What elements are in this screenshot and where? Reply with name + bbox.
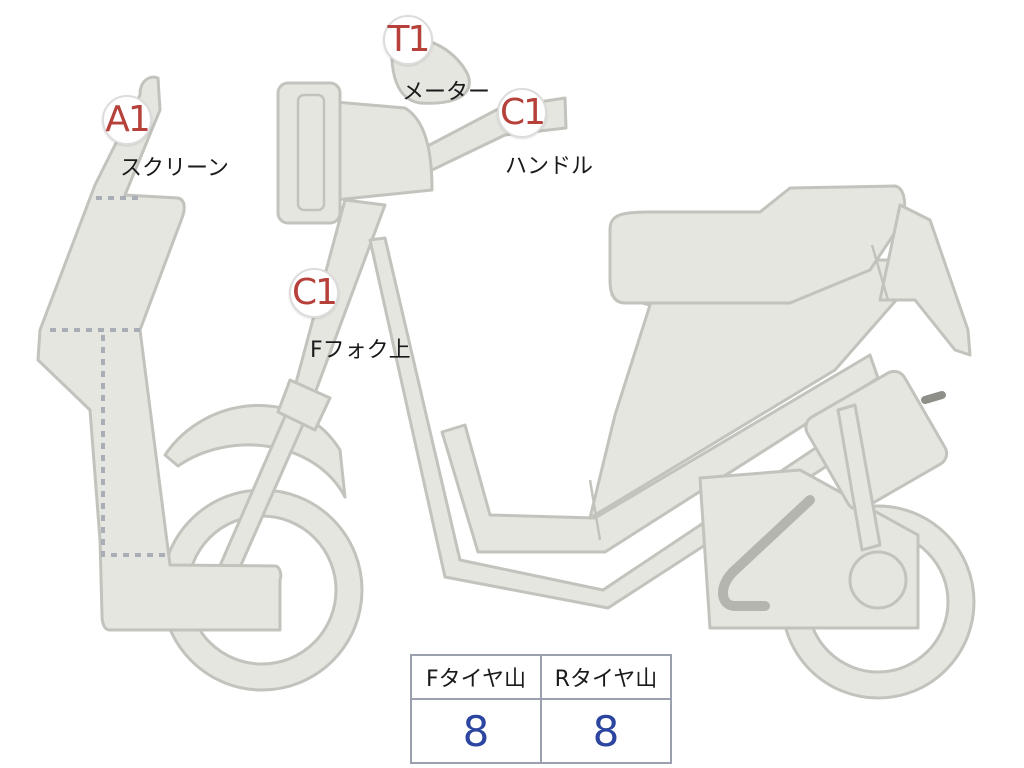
headlight-cowl <box>333 100 434 202</box>
marker-handle-code: C1 <box>497 88 547 138</box>
rear-shock <box>836 403 882 552</box>
floorboard <box>440 353 880 554</box>
seat <box>608 184 907 305</box>
fork-cover <box>276 378 332 432</box>
marker-screen-label: スクリーン <box>120 156 229 181</box>
tire-tread-table: Fタイヤ山 Rタイヤ山 8 8 <box>410 654 672 764</box>
marker-handle-label: ハンドル <box>505 154 594 179</box>
front-tire-value: 8 <box>410 698 542 764</box>
marker-meter-label: メーター <box>402 80 491 105</box>
tail-cowl <box>878 203 972 357</box>
tire-tread-header-row: Fタイヤ山 Rタイヤ山 <box>410 654 672 700</box>
rear-tire-value: 8 <box>540 698 672 764</box>
marker-front-fork-code: C1 <box>289 268 339 318</box>
headlight <box>276 81 342 225</box>
marker-front-fork-label: Fフォク上 <box>310 338 411 363</box>
marker-screen-code: A1 <box>102 95 152 145</box>
marker-meter-code: T1 <box>383 15 433 65</box>
leg-shield <box>36 75 283 632</box>
muffler <box>804 369 949 512</box>
front-tire-header: Fタイヤ山 <box>410 654 542 700</box>
tire-tread-value-row: 8 8 <box>410 698 672 764</box>
rear-tire-header: Rタイヤ山 <box>540 654 672 700</box>
